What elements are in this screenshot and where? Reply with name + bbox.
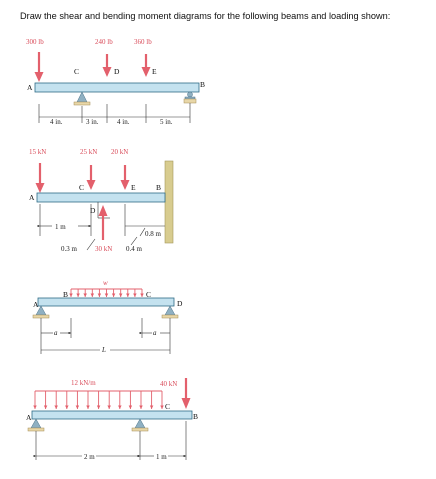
beam4-beam (31, 410, 193, 420)
beam2-load-label: 25 kN (80, 148, 97, 156)
beam1-dim-label: 3 in. (86, 118, 99, 126)
beam3-load-label: w (103, 279, 108, 287)
beam4-pin-support-c (131, 418, 149, 432)
beam1-load-label: 240 lb (95, 38, 113, 46)
beam2-dim-label: 0.3 m (61, 245, 78, 253)
beam4-pin-support-a (27, 418, 45, 432)
beam4-point-label: C (165, 402, 170, 411)
beam3-dim-label: a (54, 329, 58, 337)
beam1-point-label: A (27, 83, 33, 92)
beam4-load-label: 12 kN/m (71, 379, 96, 387)
beam2-dimension-lines (37, 204, 165, 251)
beam2-load-label: 15 kN (29, 148, 46, 156)
beam2-load-label: 20 kN (111, 148, 128, 156)
beam2-point-label: D (90, 206, 96, 215)
beam4-dim-label: 1 m (156, 453, 167, 461)
beam4-point-load-arrow (181, 378, 191, 409)
beam1-load-label: 300 lb (26, 38, 44, 46)
beam2-fixed-wall (164, 160, 174, 244)
beam1-dimension-lines (38, 104, 191, 123)
beam1-load-label: 360 lb (134, 38, 152, 46)
beam2-load-arrow-c (86, 165, 96, 190)
beam2-point-label: E (131, 183, 136, 192)
beam4-load-label: 40 kN (160, 380, 177, 388)
beam2-load-arrow-a (35, 163, 45, 193)
beam1-dim-label: 4 in. (50, 118, 63, 126)
beam2-load-arrow-e (120, 165, 130, 190)
beam3-dimension-lines (40, 318, 171, 354)
beam2-dim-label: 0.8 m (145, 230, 162, 238)
beam2-point-label: A (29, 193, 35, 202)
beam3-point-label: B (63, 290, 68, 299)
beam1-beam (34, 82, 200, 93)
beam2-point-label: C (79, 183, 84, 192)
beam1-dim-label: 5 in. (160, 118, 173, 126)
beam1-point-label: E (152, 67, 157, 76)
beam4-dim-label: 2 m (84, 453, 95, 461)
beam3-dim-label: L (101, 346, 106, 354)
beam1-pin-support (73, 91, 91, 106)
beam3-pin-support-d (161, 305, 179, 319)
beam3-dim-label: a (153, 329, 157, 337)
beam3-point-label: D (177, 299, 183, 308)
beam1-load-arrow-e (141, 54, 151, 77)
beam1-point-label: B (200, 80, 205, 89)
beam1-point-label: D (114, 67, 120, 76)
beam1-dim-label: 4 in. (117, 118, 130, 126)
beam4-distributed-load (33, 390, 164, 409)
beam1-roller-support (183, 91, 197, 109)
beam1-load-arrow-d (102, 54, 112, 77)
beam3-point-label: A (33, 300, 39, 309)
beam3-beam (37, 297, 175, 307)
beam2-load-label: 30 kN (95, 245, 112, 253)
beam-2-figure: 15 kN 25 kN 20 kN C E B A D (29, 148, 174, 253)
beam1-point-label: C (74, 67, 79, 76)
beam2-dim-label: 1 m (55, 223, 66, 231)
beam3-point-label: C (146, 290, 151, 299)
beam-4-figure: 12 kN/m 40 kN C A B (26, 378, 198, 461)
beam1-load-arrow-a (34, 52, 44, 82)
beam2-dim-label: 0.4 m (126, 245, 143, 253)
beam2-point-label: B (156, 183, 161, 192)
beam4-dimension-lines (33, 421, 187, 460)
beam4-point-label: A (26, 413, 32, 422)
beam-1-figure: 300 lb 240 lb 360 lb C D E A B (26, 38, 205, 126)
beam-3-figure: w B C A D (32, 279, 183, 354)
problem-statement: Draw the shear and bending moment diagra… (20, 11, 391, 21)
beam2-upward-force-arrow (98, 205, 108, 240)
beam4-point-label: B (193, 412, 198, 421)
beam2-beam (36, 192, 166, 203)
beam3-distributed-load (69, 288, 144, 297)
